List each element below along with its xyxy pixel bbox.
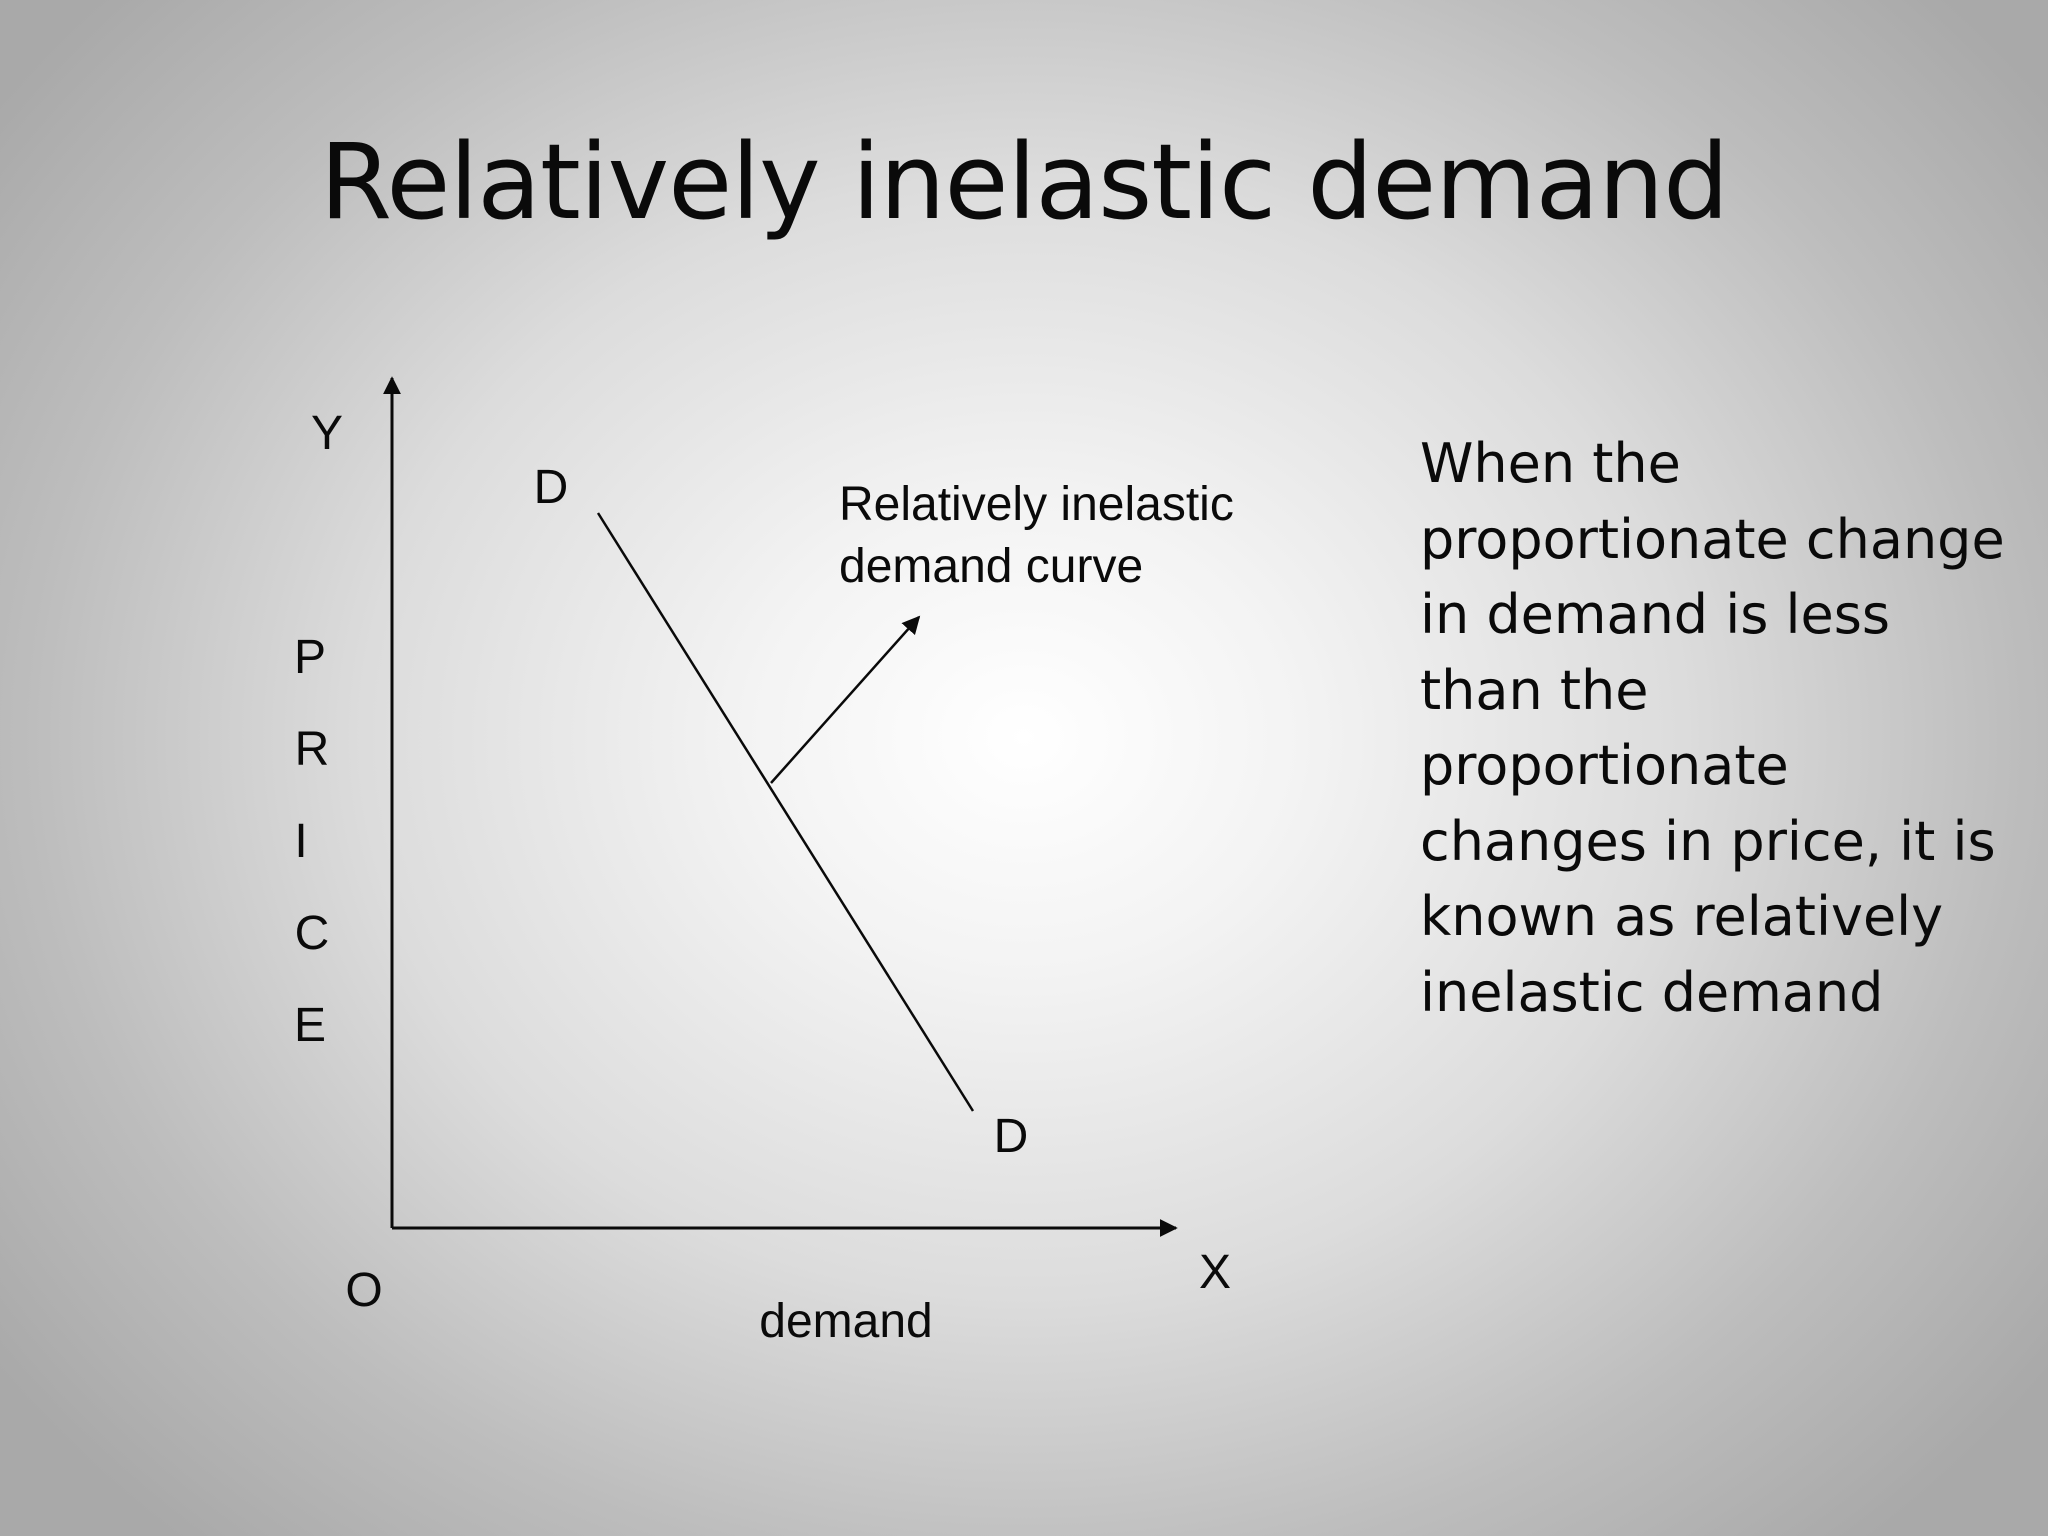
annotation-line-1: Relatively inelastic <box>839 478 1234 531</box>
origin-label: O <box>345 1264 382 1317</box>
demand-curve <box>596 512 975 1112</box>
curve-bottom-label: D <box>994 1110 1029 1163</box>
curve-top-label: D <box>534 461 569 514</box>
x-axis-letter: X <box>1199 1246 1231 1299</box>
y-axis-title-letter-p: P <box>294 631 326 684</box>
y-axis-title-letter-c: C <box>295 907 330 960</box>
annotation-line-2: demand curve <box>839 540 1143 593</box>
annotation-arrow <box>770 615 921 784</box>
x-axis-title: demand <box>759 1295 932 1348</box>
y-axis-letter: Y <box>311 407 343 460</box>
y-axis-title-letter-r: R <box>295 723 330 776</box>
slide-title: Relatively inelastic demand <box>319 121 1729 243</box>
y-axis-title-letter-e: E <box>294 999 326 1052</box>
y-axis-title-letter-i: I <box>294 815 307 868</box>
side-description: When the proportionate change in demand … <box>1420 432 2005 1024</box>
